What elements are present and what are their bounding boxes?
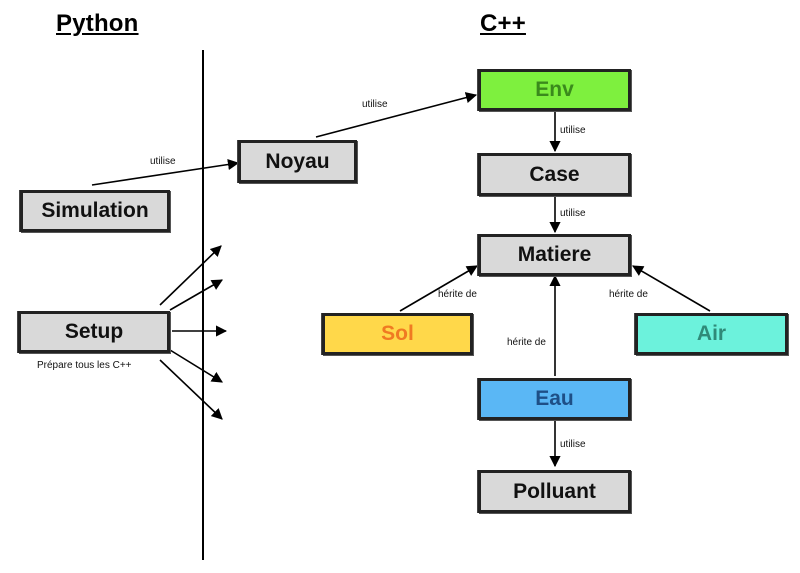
node-air-label: Air [696, 322, 727, 345]
node-polluant: Polluant [478, 470, 631, 513]
node-case-label: Case [529, 162, 580, 186]
node-eau-label: Eau [535, 387, 574, 410]
node-case: Case [478, 153, 631, 196]
label-air-matiere: hérite de [609, 289, 648, 300]
node-simulation-label: Simulation [41, 199, 149, 222]
edge-setup-4 [169, 349, 223, 383]
node-env-label: Env [535, 78, 574, 101]
node-noyau-label: Noyau [265, 149, 330, 173]
label-case-matiere: utilise [560, 208, 586, 219]
label-env-case: utilise [560, 125, 586, 136]
node-eau: Eau [478, 378, 631, 420]
edge-setup-5 [159, 359, 223, 420]
node-env: Env [478, 69, 631, 111]
edge-simulation-noyau [91, 158, 240, 186]
node-matiere-label: Matiere [517, 243, 592, 266]
node-noyau: Noyau [238, 140, 357, 183]
python-heading: Python [56, 10, 139, 37]
node-air: Air [635, 313, 788, 355]
label-simulation-noyau: utilise [150, 156, 176, 167]
node-setup-label: Setup [64, 320, 124, 343]
node-polluant-label: Polluant [513, 479, 596, 503]
label-eau-matiere: hérite de [507, 337, 546, 348]
node-sol-label: Sol [381, 322, 414, 345]
node-simulation: Simulation [20, 190, 170, 232]
setup-caption: Prépare tous les C++ [37, 360, 132, 371]
label-sol-matiere: hérite de [438, 289, 477, 300]
edge-setup-2 [169, 279, 223, 311]
node-matiere: Matiere [478, 234, 631, 276]
edge-air-matiere [632, 265, 711, 312]
edge-setup-1 [159, 245, 222, 306]
edge-noyau-env [315, 92, 478, 138]
label-eau-polluant: utilise [560, 439, 586, 450]
node-sol: Sol [322, 313, 473, 355]
label-noyau-env: utilise [362, 99, 388, 110]
cpp-heading: C++ [480, 10, 526, 37]
node-setup: Setup [18, 311, 170, 353]
edge-sol-matiere [399, 265, 478, 312]
